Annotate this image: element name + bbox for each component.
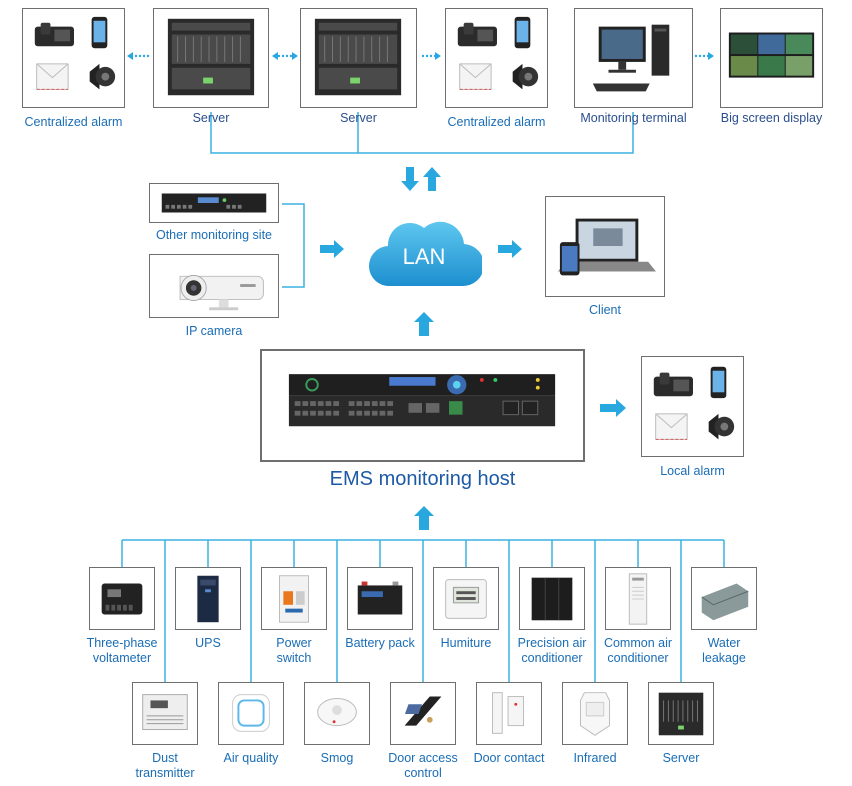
sensor-infrared <box>562 682 628 745</box>
client-box <box>545 196 665 297</box>
sensor-water-leakage <box>691 567 757 630</box>
sensor-three-phase-voltameter <box>89 567 155 630</box>
ip-camera-icon <box>179 274 264 311</box>
top-bus-line <box>210 112 634 154</box>
label-other-monitoring-site: Other monitoring site <box>155 228 273 242</box>
sensor-common-ac <box>605 567 671 630</box>
label-client: Client <box>589 303 621 317</box>
left-bracket-line <box>282 203 305 288</box>
arrow-up <box>423 167 441 191</box>
water-leakage-icon <box>701 583 749 621</box>
label-sensor-5: Humiture <box>440 636 492 650</box>
common-ac-icon <box>628 573 648 625</box>
door-access-icon <box>404 696 442 726</box>
other-monitoring-site-box <box>149 183 279 223</box>
laptop-tablet-icon <box>557 218 656 276</box>
arrow-right-2 <box>292 52 298 60</box>
smoke-detector-icon <box>317 698 357 727</box>
server-2-box <box>300 8 417 108</box>
label-big-screen: Big screen display <box>720 111 823 125</box>
sensor-drops <box>121 540 725 682</box>
label-sensor-2: UPS <box>195 636 221 650</box>
power-switch-icon <box>278 575 310 623</box>
lan-label: LAN <box>402 244 446 269</box>
arrow-right-4 <box>708 52 714 60</box>
rack-device-icon <box>161 193 267 213</box>
server-rack-icon <box>167 18 255 96</box>
sensor-door-contact <box>476 682 542 745</box>
arrow-sensors-to-host <box>414 506 434 530</box>
label-monitoring-terminal: Monitoring terminal <box>580 111 687 125</box>
big-screen-box <box>720 8 823 108</box>
ip-camera-box <box>149 254 279 318</box>
sensor-ups <box>175 567 241 630</box>
ems-host-device-icon <box>288 374 556 427</box>
sensor-air-quality <box>218 682 284 745</box>
battery-icon <box>357 581 403 615</box>
sensor-smog <box>304 682 370 745</box>
label-sensor-10: Air quality <box>223 751 279 765</box>
sensor-door-access <box>390 682 456 745</box>
label-sensor-15: Server <box>662 751 700 765</box>
label-centralized-alarm-right: Centralized alarm <box>447 115 546 129</box>
desktop-computer-icon <box>592 24 670 92</box>
label-sensor-4: Battery pack <box>345 636 415 650</box>
arrow-to-local-alarm <box>600 399 626 417</box>
label-local-alarm: Local alarm <box>660 464 725 478</box>
sensor-humiture <box>433 567 499 630</box>
sensor-dust-transmitter <box>132 682 198 745</box>
arrow-to-lan <box>320 240 344 258</box>
arrow-to-client <box>498 240 522 258</box>
centralized-alarm-left-box <box>22 8 125 108</box>
monitoring-terminal-box <box>574 8 693 108</box>
label-ems-host: EMS monitoring host <box>329 468 516 490</box>
alarm-devices-icon <box>457 16 539 90</box>
door-contact-icon <box>492 692 525 734</box>
infrared-sensor-icon <box>579 692 611 736</box>
centralized-alarm-right-box <box>445 8 548 108</box>
lan-cloud: LAN <box>366 204 482 292</box>
sensor-power-switch <box>261 567 327 630</box>
ems-host-box <box>260 349 585 462</box>
server-rack-icon <box>658 692 704 736</box>
local-alarm-box <box>641 356 744 457</box>
label-sensor-11: Smog <box>320 751 354 765</box>
sensor-precision-ac <box>519 567 585 630</box>
arrow-left-1 <box>127 52 133 60</box>
dust-transmitter-icon <box>142 694 188 730</box>
arrow-right-3 <box>435 52 441 60</box>
server-rack-icon <box>314 18 402 96</box>
label-centralized-alarm-left: Centralized alarm <box>24 115 123 129</box>
humiture-icon <box>445 579 487 619</box>
arrow-down <box>401 167 419 191</box>
label-ip-camera: IP camera <box>185 324 243 338</box>
sensor-server <box>648 682 714 745</box>
label-sensor-14: Infrared <box>573 751 617 765</box>
label-sensor-13: Door contact <box>473 751 545 765</box>
voltameter-icon <box>101 583 143 615</box>
alarm-devices-icon <box>653 366 735 440</box>
alarm-devices-icon <box>34 16 116 90</box>
air-quality-icon <box>232 694 270 732</box>
video-wall-icon <box>728 32 815 78</box>
cloud-icon <box>368 221 482 287</box>
label-server-2: Server <box>340 111 377 125</box>
arrow-host-to-lan <box>414 312 434 336</box>
label-server-1: Server <box>192 111 230 125</box>
ups-icon <box>197 575 219 623</box>
sensor-battery-pack <box>347 567 413 630</box>
arrow-left-2 <box>272 52 278 60</box>
server-1-box <box>153 8 269 108</box>
precision-ac-icon <box>531 577 573 621</box>
